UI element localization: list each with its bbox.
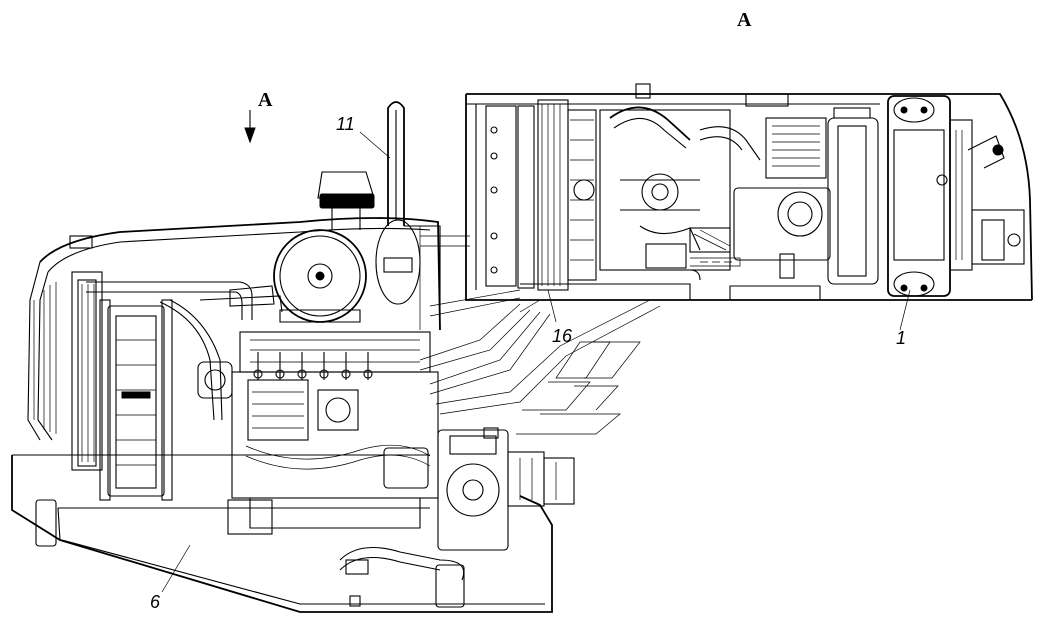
side-view (11, 101, 661, 613)
frame-base (11, 454, 553, 613)
hydraulic-unit (887, 95, 1025, 297)
engine-top (599, 83, 761, 271)
view-label-top: A (737, 9, 752, 31)
compressor (733, 117, 831, 279)
intake-piping (86, 281, 283, 421)
cylinder-tank (827, 107, 879, 285)
callout-11: 11 (336, 114, 391, 159)
top-view (465, 83, 1033, 301)
engine-block (197, 331, 439, 529)
callout-number-16: 16 (552, 326, 573, 346)
radiator (71, 271, 173, 501)
bottom-duct (520, 269, 701, 300)
hoses (339, 547, 465, 581)
projection-lines (419, 235, 661, 435)
callout-16: 16 (519, 289, 573, 346)
callout-6: 6 (150, 544, 191, 612)
view-label-side: A (258, 89, 273, 111)
hood-outline (27, 217, 441, 441)
callout-1: 1 (896, 289, 911, 348)
radiator-top (485, 99, 597, 291)
callout-number-6: 6 (150, 592, 161, 612)
air-filter (273, 171, 375, 323)
exhaust-pipe (375, 101, 441, 330)
callout-number-1: 1 (896, 328, 906, 348)
flywheel-housing (437, 427, 575, 551)
frame-rails (465, 93, 1033, 301)
callout-number-11: 11 (336, 114, 355, 134)
view-direction-arrow (244, 110, 256, 144)
